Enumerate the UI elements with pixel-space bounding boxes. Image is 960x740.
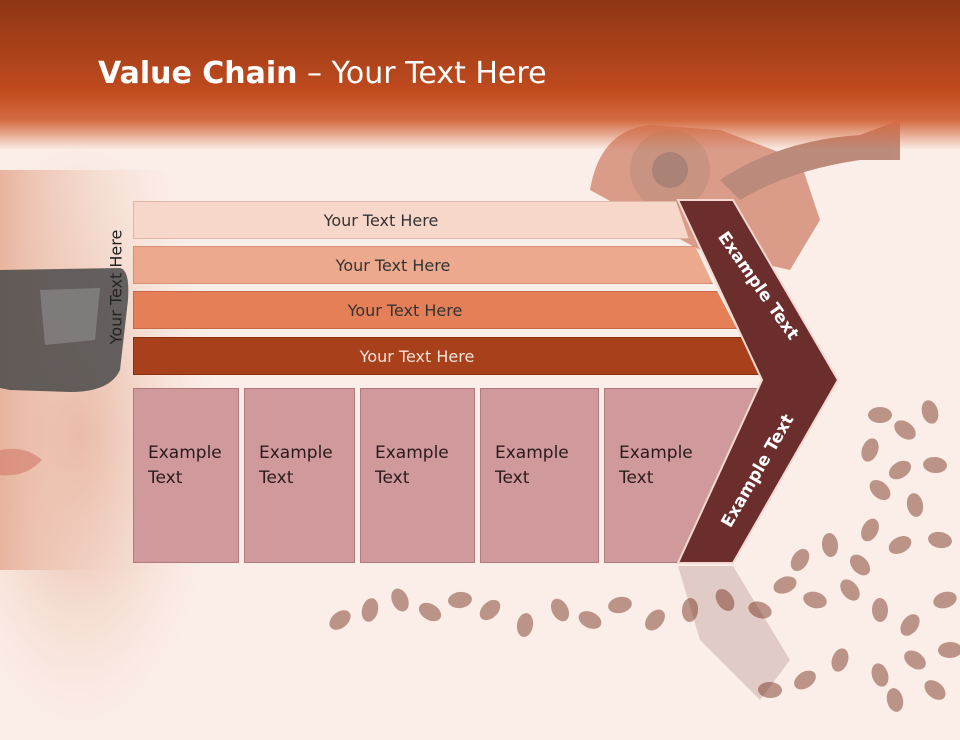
coffee-bean bbox=[933, 591, 957, 609]
coffee-bean bbox=[840, 579, 860, 601]
coffee-bean bbox=[758, 681, 782, 699]
coffee-bean bbox=[391, 588, 409, 612]
coffee-bean bbox=[923, 456, 947, 474]
coffee-bean bbox=[904, 650, 926, 670]
coffee-bean bbox=[886, 688, 904, 712]
coffee-bean bbox=[924, 680, 946, 700]
coffee-bean bbox=[888, 536, 912, 554]
support-band-1: Your Text Here bbox=[133, 201, 689, 239]
chevron-shape bbox=[676, 199, 840, 564]
coffee-bean bbox=[900, 614, 920, 636]
cell-line: Example bbox=[495, 443, 569, 463]
coffee-bean bbox=[748, 601, 772, 619]
coffee-bean bbox=[794, 670, 816, 690]
coffee-bean bbox=[868, 407, 892, 423]
coffee-bean bbox=[938, 641, 960, 659]
coffee-bean bbox=[645, 609, 665, 631]
support-band-3: Your Text Here bbox=[133, 291, 737, 329]
coffee-bean bbox=[329, 610, 351, 630]
coffee-bean bbox=[790, 548, 810, 572]
coffee-bean bbox=[550, 598, 570, 622]
coffee-bean bbox=[448, 591, 472, 609]
coffee-bean bbox=[715, 589, 735, 611]
support-band-4: Your Text Here bbox=[133, 337, 761, 375]
coffee-bean bbox=[578, 611, 602, 629]
cell-line: Text bbox=[148, 468, 183, 488]
coffee-bean bbox=[803, 591, 827, 609]
coffee-bean bbox=[479, 599, 501, 621]
title-bold: Value Chain bbox=[98, 56, 298, 91]
chevron-reflection bbox=[678, 566, 790, 700]
cell-line: Text bbox=[375, 468, 410, 488]
margin-chevron bbox=[676, 199, 840, 700]
primary-cell-3: Example Text bbox=[360, 388, 475, 563]
coffee-bean bbox=[608, 596, 632, 614]
cell-line: Example bbox=[619, 443, 693, 463]
page-title: Value Chain – Your Text Here bbox=[98, 56, 547, 92]
cell-line: Example bbox=[148, 443, 222, 463]
coffee-bean bbox=[894, 420, 916, 440]
coffee-bean bbox=[418, 602, 442, 622]
cell-line: Text bbox=[495, 468, 530, 488]
cell-line: Example bbox=[375, 443, 449, 463]
coffee-bean bbox=[861, 518, 879, 542]
coffee-bean bbox=[861, 438, 879, 462]
cell-line: Example bbox=[259, 443, 333, 463]
coffee-bean bbox=[821, 533, 839, 557]
coffee-bean bbox=[831, 648, 849, 672]
coffee-bean bbox=[869, 480, 891, 500]
coffee-bean bbox=[361, 598, 379, 622]
title-rest: – Your Text Here bbox=[297, 56, 547, 91]
support-band-2: Your Text Here bbox=[133, 246, 713, 284]
coffee-beans-decoration bbox=[329, 400, 960, 712]
coffee-bean bbox=[921, 400, 939, 424]
primary-cell-4: Example Text bbox=[480, 388, 599, 563]
coffee-bean bbox=[681, 598, 699, 622]
coffee-bean bbox=[773, 576, 797, 594]
coffee-bean bbox=[871, 663, 889, 687]
cell-line: Text bbox=[619, 468, 654, 488]
coffee-bean bbox=[516, 613, 534, 637]
sunglasses-decoration bbox=[0, 268, 129, 392]
coffee-bean bbox=[906, 493, 924, 517]
header-bar bbox=[0, 0, 960, 150]
primary-cell-1: Example Text bbox=[133, 388, 239, 563]
coffee-bean bbox=[928, 531, 952, 549]
coffee-bean bbox=[849, 554, 871, 576]
primary-cell-2: Example Text bbox=[244, 388, 355, 563]
coffee-bean bbox=[888, 460, 912, 480]
cell-line: Text bbox=[259, 468, 294, 488]
coffee-bean bbox=[871, 598, 889, 622]
